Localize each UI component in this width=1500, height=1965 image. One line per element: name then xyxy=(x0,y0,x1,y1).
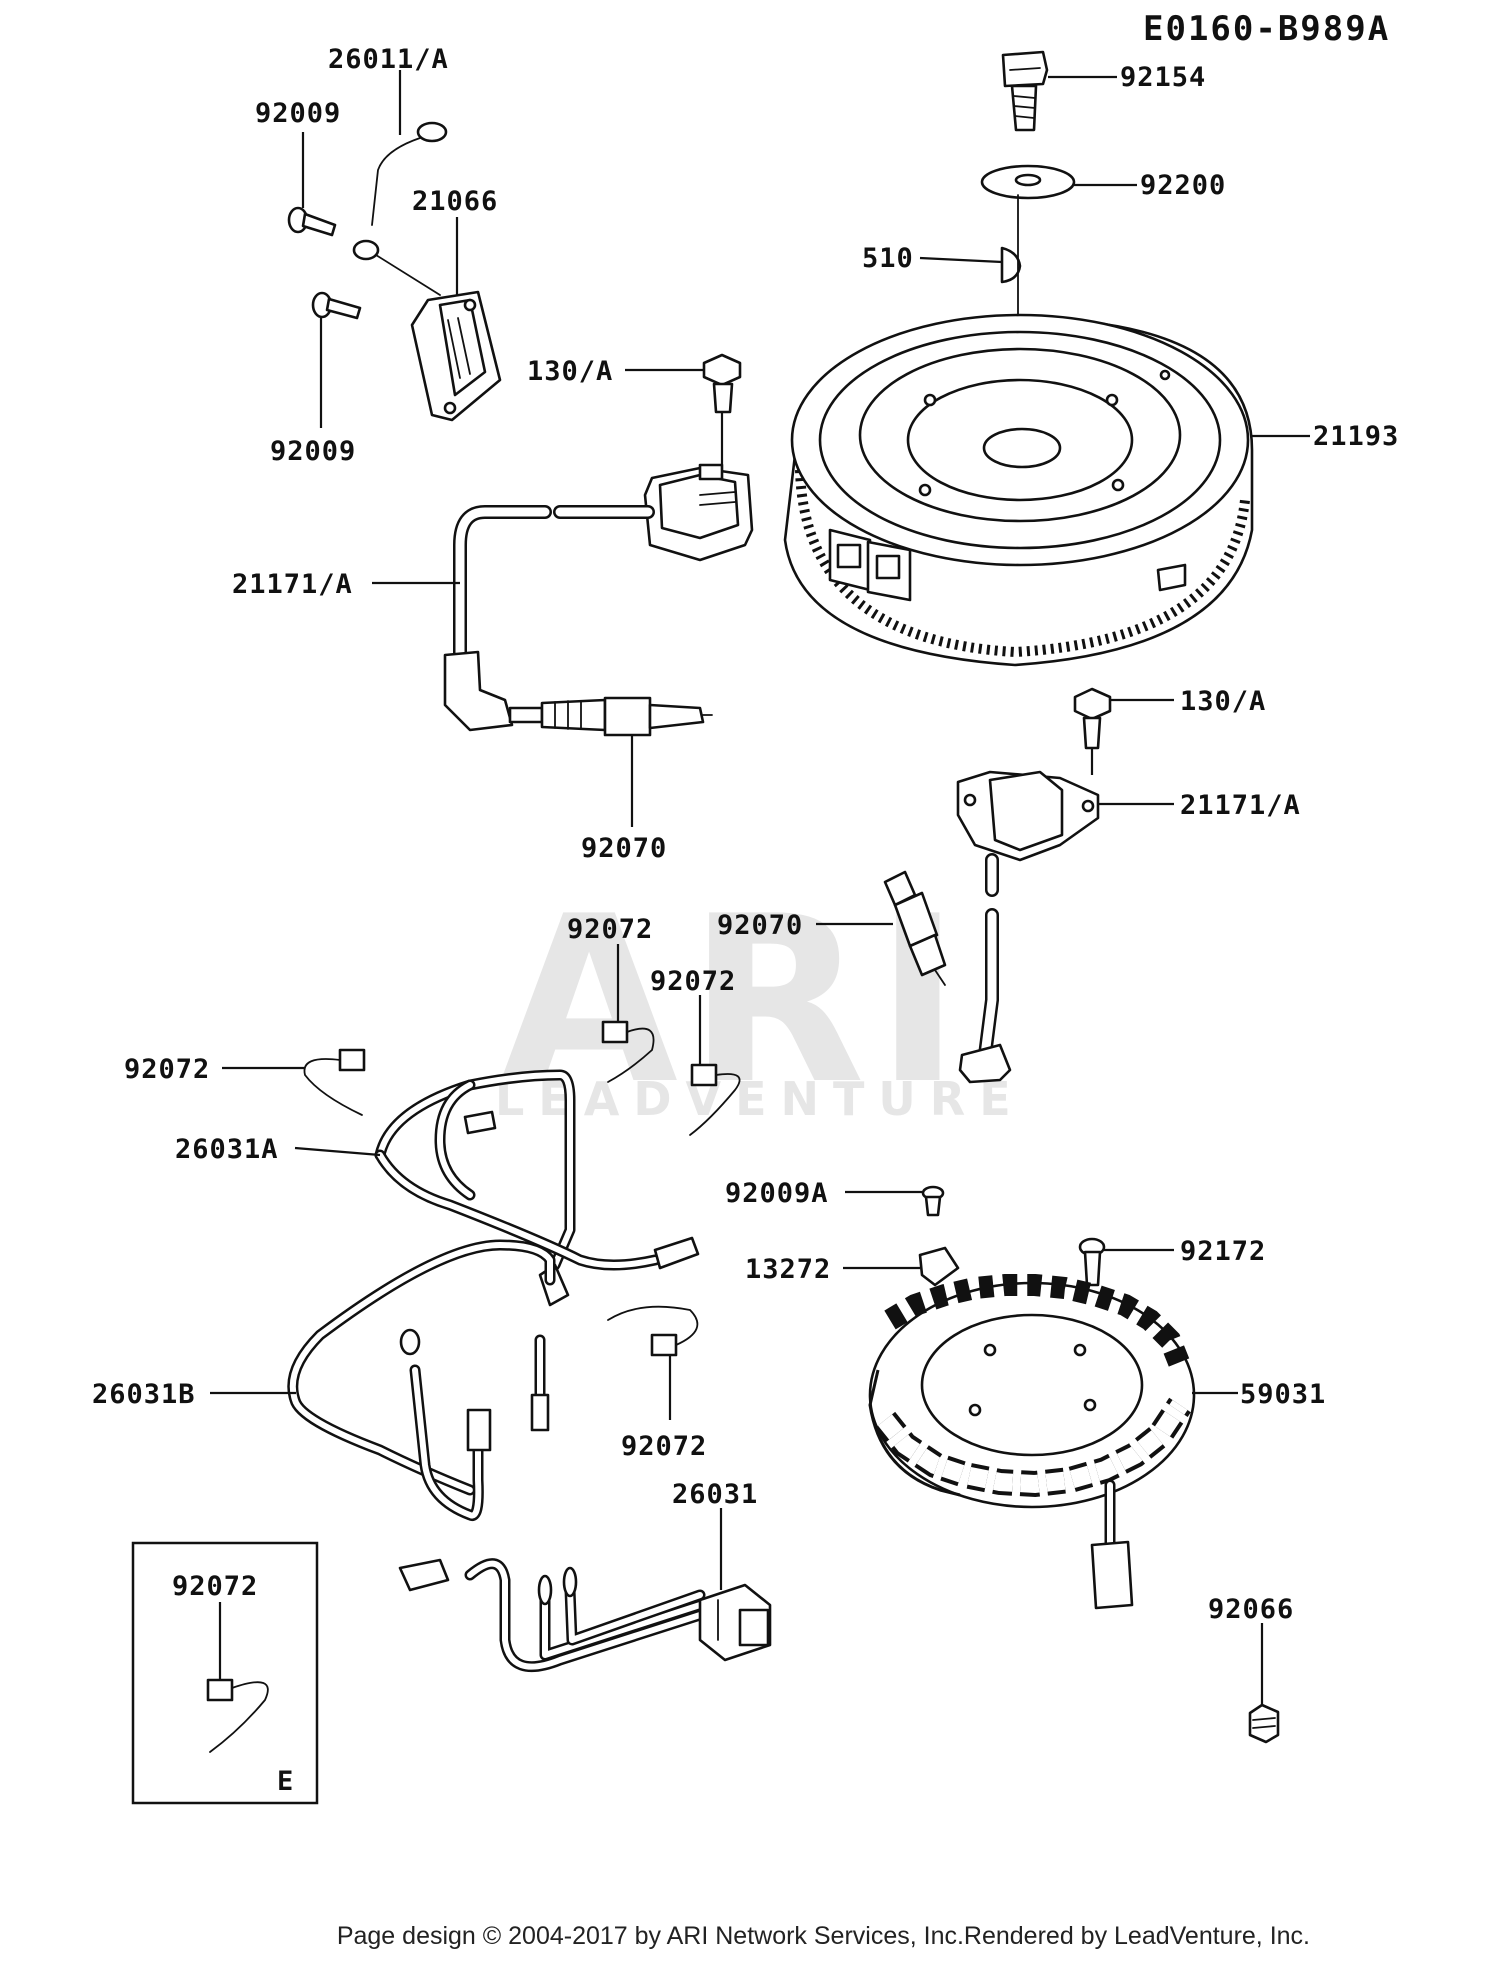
nut-92066-part xyxy=(1248,1703,1280,1744)
label-21066: 21066 xyxy=(412,186,498,217)
harness-26031b-part xyxy=(287,1239,556,1522)
label-92154: 92154 xyxy=(1120,62,1206,93)
label-59031: 59031 xyxy=(1240,1379,1326,1410)
label-13272: 13272 xyxy=(745,1254,831,1285)
inset-box xyxy=(131,1541,319,1805)
clamp-92072-a-part xyxy=(303,1048,366,1116)
label-26031b: 26031B xyxy=(92,1379,196,1410)
key-510-part xyxy=(1000,246,1022,284)
washer-92200-part xyxy=(980,164,1076,200)
leader-regulator-lead xyxy=(375,254,441,296)
callout-labels: 92154 92200 510 21193 130/A 21171/A 9207… xyxy=(92,44,1399,1625)
spark-plug-cap-top-part xyxy=(443,650,514,732)
page-footer: Page design © 2004-2017 by ARI Network S… xyxy=(336,1922,1310,1950)
spark-plug-right-part xyxy=(883,870,947,986)
label-92066: 92066 xyxy=(1208,1594,1294,1625)
screw-92172-part xyxy=(1078,1237,1106,1287)
label-92172: 92172 xyxy=(1180,1236,1266,1267)
harness-26031a-part xyxy=(374,1069,700,1307)
label-92072-c: 92072 xyxy=(124,1054,210,1085)
flywheel-21193-part xyxy=(783,313,1254,667)
stator-lead-part xyxy=(1090,1479,1134,1610)
watermark-tagline: LEADVENTURE xyxy=(495,1072,1025,1126)
diagram-code: E0160-B989A xyxy=(1143,9,1390,49)
ignition-coil-right-part xyxy=(956,770,1100,862)
bolt-92154-part xyxy=(1001,50,1049,132)
label-92009a: 92009A xyxy=(725,1178,829,1209)
clamp-92072-b-part xyxy=(601,1020,655,1083)
screw-92009-bottom-part xyxy=(311,291,362,320)
label-26031: 26031 xyxy=(672,1479,758,1510)
label-92072-e: 92072 xyxy=(172,1571,258,1602)
label-92200: 92200 xyxy=(1140,170,1226,201)
label-92072-b: 92072 xyxy=(650,966,736,997)
label-130a-right: 130/A xyxy=(1180,686,1266,717)
label-92072-a: 92072 xyxy=(567,914,653,945)
label-21193: 21193 xyxy=(1313,421,1399,452)
label-26031a: 26031A xyxy=(175,1134,279,1165)
bolt-130a-right-part xyxy=(1073,687,1112,750)
inset-tag: E xyxy=(277,1766,294,1797)
bolt-130a-top-part xyxy=(702,353,742,414)
clamp-92072-d-part xyxy=(607,1305,699,1357)
label-92009-top: 92009 xyxy=(255,98,341,129)
bracket-13272-part xyxy=(918,1246,960,1287)
label-92072-d: 92072 xyxy=(621,1431,707,1462)
coil-lead-right xyxy=(958,853,1012,1084)
clamp-92072-c-part xyxy=(689,1063,741,1136)
screw-92009a-part xyxy=(921,1185,945,1217)
label-92070-left: 92070 xyxy=(581,833,667,864)
label-26011a: 26011/A xyxy=(328,44,449,75)
watermark: ARI LEADVENTURE xyxy=(495,868,1025,1135)
regulator-21066-part xyxy=(410,290,502,422)
stator-59031-part xyxy=(868,1274,1196,1509)
label-510: 510 xyxy=(862,243,914,274)
ignition-coil-top-part xyxy=(643,463,754,562)
ground-lead-26011a-part xyxy=(352,121,448,261)
label-92009-bottom: 92009 xyxy=(270,436,356,467)
label-21171a-left: 21171/A xyxy=(232,569,353,600)
screw-92009-top-part xyxy=(287,206,337,237)
watermark-logo: ARI xyxy=(500,868,971,1135)
harness-26031-part xyxy=(398,1558,772,1673)
label-130a-top: 130/A xyxy=(527,356,613,387)
clamp-92072-e-part xyxy=(206,1678,269,1753)
spark-plug-top-part xyxy=(508,696,713,737)
coil-lead-top xyxy=(453,505,655,667)
label-92070-right: 92070 xyxy=(717,910,803,941)
leader-lines xyxy=(210,70,1310,1705)
label-21171a-right: 21171/A xyxy=(1180,790,1301,821)
